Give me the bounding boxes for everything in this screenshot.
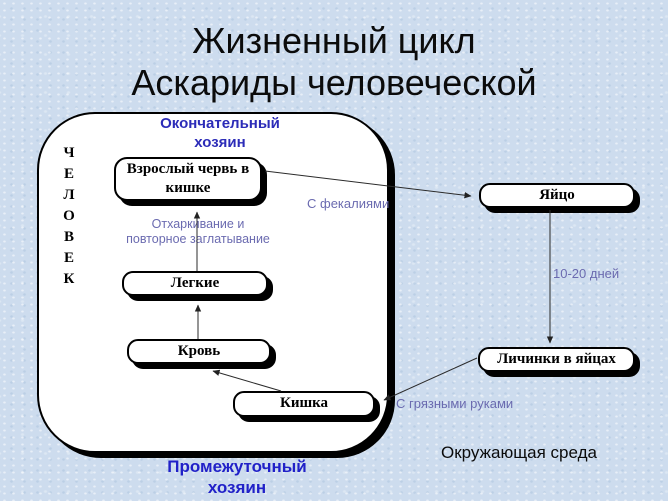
final-host-line2: хозяин <box>194 134 246 151</box>
edge-label-dirty-hands: С грязными руками <box>396 396 514 411</box>
node-lungs: Легкие <box>122 271 268 296</box>
page-title-line1: Жизненный цикл <box>192 20 476 61</box>
edge-label-with-feces: С фекалиями <box>307 196 390 211</box>
environment-label: Окружающая среда <box>441 443 597 462</box>
intermediate-host-label: Промежуточный хозяин <box>147 456 327 498</box>
node-gut-label: Кишка <box>279 395 329 412</box>
page-title: Жизненный цикл Аскариды человеческой <box>0 20 668 104</box>
node-adult-worm: Взрослый червь в кишке <box>114 157 262 201</box>
edge-label-expectoration: Отхаркивание и повторное заглатывание <box>126 217 270 246</box>
node-larvae: Личинки в яйцах <box>478 347 635 372</box>
node-lungs-label: Легкие <box>170 274 220 291</box>
node-gut: Кишка <box>233 391 375 417</box>
page-title-line2: Аскариды человеческой <box>131 61 537 103</box>
final-host-label: Окончательный хозяин <box>130 114 310 152</box>
node-egg-label: Яйцо <box>539 186 575 203</box>
node-blood: Кровь <box>127 339 271 364</box>
node-egg: Яйцо <box>479 183 635 208</box>
intermediate-host-line2: хозяин <box>207 478 267 497</box>
node-larvae-label: Личинки в яйцах <box>497 350 616 367</box>
intermediate-host-line1: Промежуточный <box>167 457 307 476</box>
human-vertical-label: Ч Е Л О В Е К <box>63 145 75 287</box>
node-adult-worm-label: Взрослый червь в кишке <box>126 160 250 197</box>
node-blood-label: Кровь <box>177 342 221 359</box>
edge-label-incubation-days: 10-20 дней <box>553 266 620 281</box>
final-host-line1: Окончательный <box>160 115 280 132</box>
arrow-larvae-to-gut <box>383 357 478 401</box>
